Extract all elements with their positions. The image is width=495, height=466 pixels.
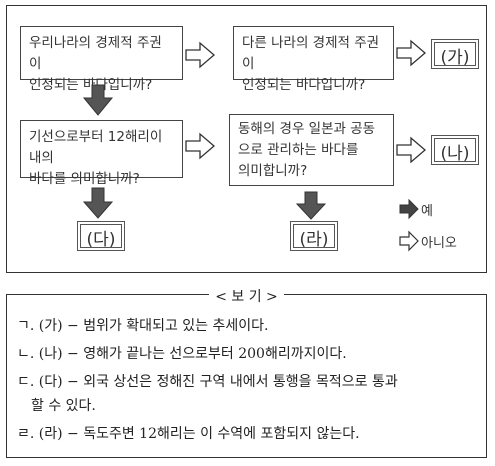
bogi-option-4: ㄹ. (라) − 독도주변 12해리는 이 수역에 포함되지 않는다.: [17, 426, 360, 442]
bogi-box: < 보 기 > ㄱ. (가) − 범위가 확대되고 있는 추세이다. ㄴ. (나…: [6, 289, 487, 458]
answer-label-da: (다): [86, 230, 116, 250]
no-arrow-icon: [185, 132, 215, 160]
no-arrow-icon: [185, 41, 215, 69]
flowchart-frame: [6, 5, 487, 273]
question-3-line-1: 기선으로부터 12해리이내의: [29, 129, 163, 166]
yes-arrow-icon: [82, 84, 114, 116]
bogi-option-3-cont: 할 수 있다.: [31, 398, 96, 414]
answer-box-ra: (라): [290, 221, 338, 251]
answer-label-na: (나): [440, 144, 470, 164]
answer-box-da: (다): [77, 221, 125, 251]
answer-box-ga: (가): [431, 39, 479, 69]
legend-no-arrow-icon: [399, 230, 419, 252]
answer-label-ga: (가): [440, 48, 470, 68]
no-arrow-icon: [396, 136, 426, 164]
question-4-line-2: 으로 관리하는 바다를: [238, 142, 359, 158]
question-3-line-2: 바다를 의미합니까?: [29, 171, 140, 187]
question-box-4: 동해의 경우 일본과 공동 으로 관리하는 바다를 의미합니까?: [229, 114, 394, 186]
question-4-line-1: 동해의 경우 일본과 공동: [238, 121, 376, 137]
answer-label-ra: (라): [299, 230, 329, 250]
yes-arrow-icon: [295, 191, 327, 220]
question-2-line-1: 다른 나라의 경제적 주권이: [242, 35, 380, 72]
legend-yes-label: 예: [421, 204, 433, 219]
yes-arrow-icon: [82, 187, 114, 219]
question-1-line-1: 우리나라의 경제적 주권이: [29, 35, 162, 72]
bogi-option-2: ㄴ. (나) − 영해가 끝나는 선으로부터 200해리까지이다.: [17, 346, 347, 362]
question-box-2: 다른 나라의 경제적 주권이 인정되는 바다입니까?: [233, 26, 394, 93]
question-box-1: 우리나라의 경제적 주권이 인정되는 바다입니까?: [20, 26, 183, 93]
question-2-line-2: 인정되는 바다입니까?: [242, 77, 366, 93]
legend-yes-arrow-icon: [399, 198, 419, 220]
bogi-option-3: ㄷ. (다) − 외국 상선은 정해진 구역 내에서 통행을 목적으로 통과: [17, 374, 398, 390]
question-4-line-3: 의미합니까?: [238, 163, 308, 179]
legend-no-label: 아니오: [421, 236, 457, 251]
no-arrow-icon: [396, 39, 426, 67]
bogi-option-1: ㄱ. (가) − 범위가 확대되고 있는 추세이다.: [17, 318, 269, 334]
bogi-title: < 보 기 >: [209, 289, 284, 305]
question-1-line-2: 인정되는 바다입니까?: [29, 77, 153, 93]
answer-box-na: (나): [431, 135, 479, 165]
question-box-3: 기선으로부터 12해리이내의 바다를 의미합니까?: [20, 120, 183, 187]
